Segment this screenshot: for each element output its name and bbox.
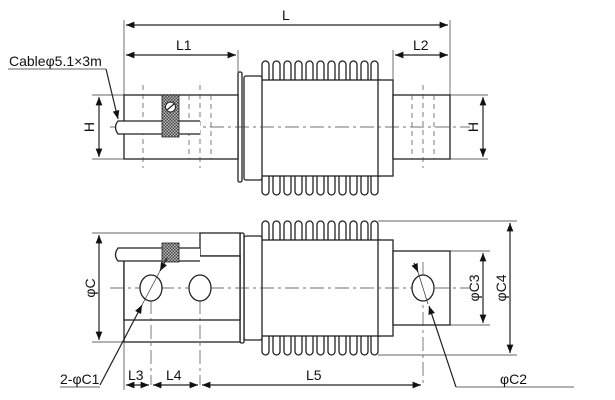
cable — [114, 120, 200, 135]
leader-C2 — [428, 305, 457, 388]
bellows-top — [259, 60, 381, 196]
label-L: L — [282, 7, 290, 23]
label-L3: L3 — [128, 367, 144, 383]
bottom-view: φC φC3 φC4 L3 L4 L5 2-φC1 φC2 — [60, 220, 574, 390]
top-view: L L1 L2 — [8, 7, 488, 196]
label-L4: L4 — [166, 367, 182, 383]
label-cable: Cableφ5.1×3m — [9, 53, 102, 69]
neck — [243, 75, 263, 181]
label-L1: L1 — [176, 37, 192, 53]
label-H-right: H — [465, 122, 481, 132]
cable-leader — [105, 68, 120, 120]
label-H-left: H — [81, 122, 97, 132]
cable-clamp-bottom — [161, 242, 180, 263]
label-phiC4: φC4 — [493, 274, 509, 301]
label-phiC3: φC3 — [466, 274, 482, 301]
leader-C1 — [99, 304, 143, 386]
label-L5: L5 — [306, 367, 322, 383]
label-phiC2: φC2 — [500, 371, 527, 387]
right-collar — [377, 79, 394, 177]
cable-clamp — [161, 94, 180, 138]
label-2-phiC1: 2-φC1 — [60, 371, 100, 387]
label-phiC: φC — [82, 278, 98, 297]
cable-bottom — [114, 247, 200, 262]
mounting-hole — [188, 274, 212, 302]
label-L2: L2 — [413, 37, 429, 53]
